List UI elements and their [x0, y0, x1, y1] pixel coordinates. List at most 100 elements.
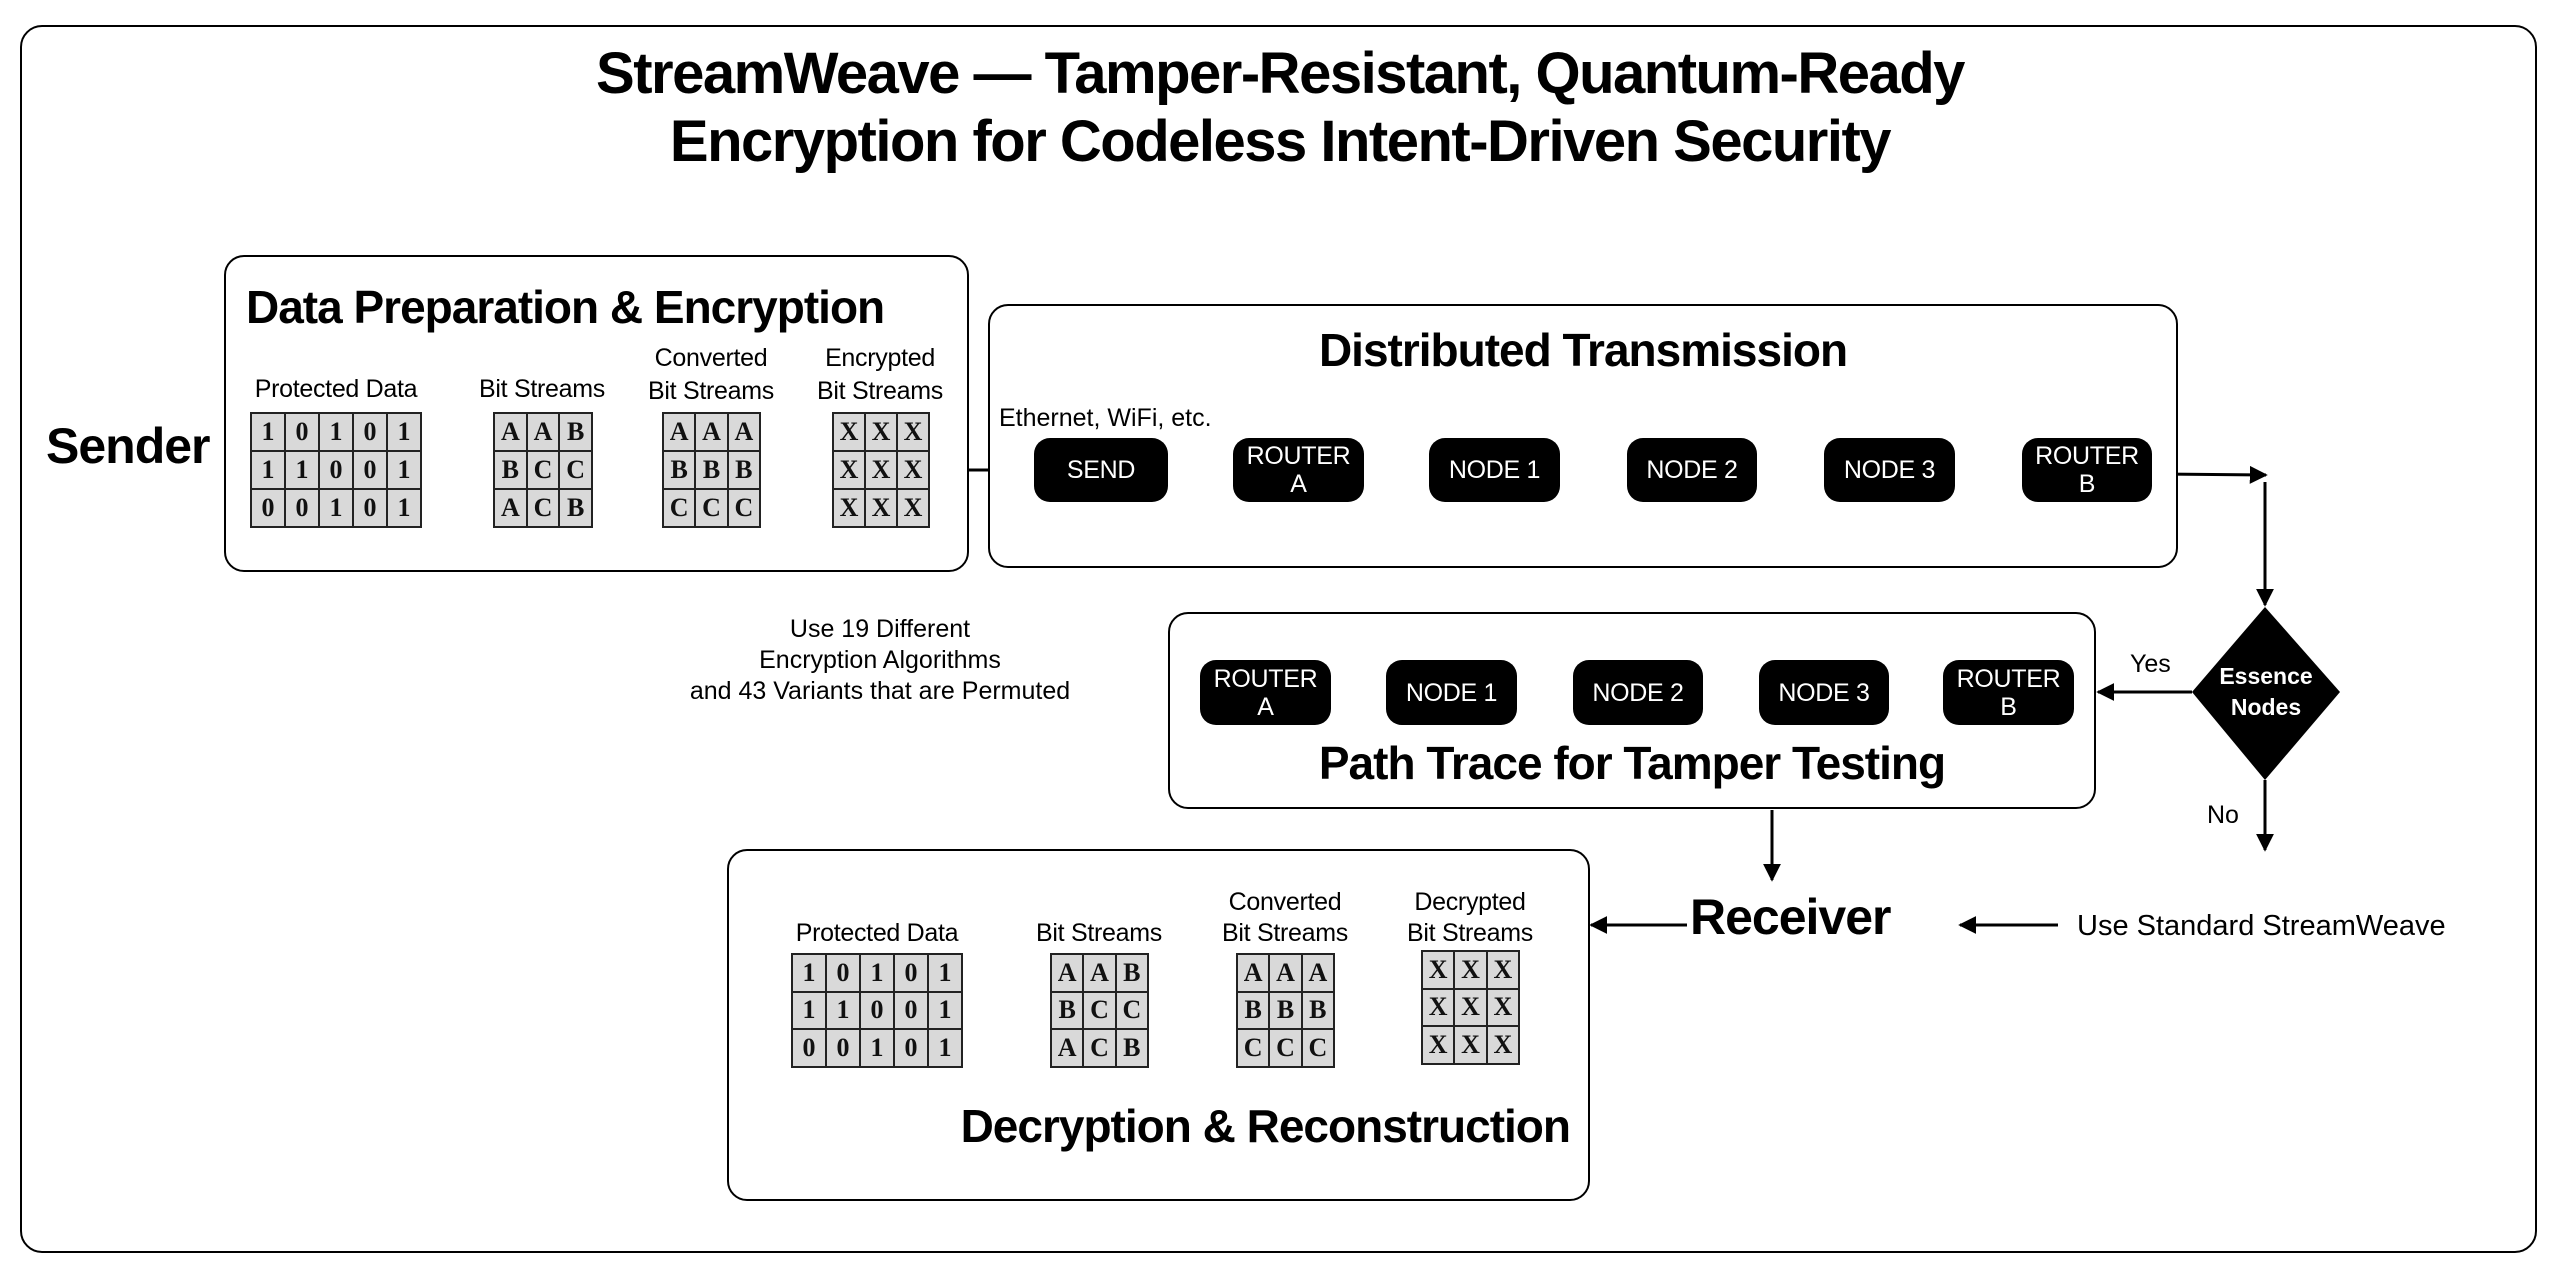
grid-cell: 1 — [320, 490, 352, 526]
trace-node-3: NODE 3 — [1759, 660, 1889, 725]
grid-cell: X — [1487, 952, 1518, 988]
grid-cell: B — [1270, 992, 1301, 1029]
grid-cell: C — [1084, 1030, 1115, 1066]
grid-cell: X — [834, 490, 864, 526]
grid-cell: X — [1423, 1027, 1454, 1063]
grid-cell: X — [898, 490, 928, 526]
grid-cell: C — [560, 452, 591, 488]
node-router-a: ROUTER A — [1233, 438, 1364, 502]
grid-cell: X — [866, 452, 896, 488]
node-2: NODE 2 — [1627, 438, 1757, 502]
trace-node-2: NODE 2 — [1573, 660, 1703, 725]
grid-cell: B — [696, 452, 727, 488]
grid-cell: X — [1487, 1027, 1518, 1063]
grid-cell: X — [1487, 989, 1518, 1026]
grid-cell: A — [1302, 955, 1333, 991]
grid-cell: 0 — [354, 452, 386, 488]
grid-cell: 0 — [320, 452, 352, 488]
trace-node-1: NODE 1 — [1386, 660, 1517, 725]
grid-cell: 1 — [793, 955, 825, 991]
node-router-b: ROUTER B — [2022, 438, 2152, 502]
grid-cell: 1 — [320, 414, 352, 450]
grid-cell: C — [1084, 992, 1115, 1029]
decryption-title: Decryption & Reconstruction — [960, 1100, 1571, 1152]
diagram-title-line-1: StreamWeave — Tamper-Resistant, Quantum-… — [596, 41, 1965, 106]
grid-cell: 0 — [354, 490, 386, 526]
grid-cell: 1 — [252, 414, 284, 450]
grid-cell: 1 — [793, 992, 825, 1029]
path-trace-title: Path Trace for Tamper Testing — [1318, 737, 1946, 789]
grid-cell: X — [1423, 952, 1454, 988]
grid-cell: 1 — [252, 452, 284, 488]
label-protected-data: Protected Data — [254, 375, 418, 403]
grid-cell: X — [834, 414, 864, 450]
use-standard-label: Use Standard StreamWeave — [2077, 910, 2446, 942]
grid-cell: C — [728, 490, 759, 526]
essence-nodes-label: Essence Nodes — [2219, 663, 2313, 720]
grid-cell: A — [1084, 955, 1115, 991]
grid-cell: 1 — [929, 1030, 961, 1066]
yes-label: Yes — [2130, 650, 2171, 678]
node-send: SEND — [1034, 438, 1168, 502]
sender-label: Sender — [46, 418, 211, 474]
grid-cell: A — [664, 414, 695, 450]
grid-cell: 0 — [895, 992, 927, 1029]
grid-cell: B — [1052, 992, 1083, 1029]
grid-cell: B — [495, 452, 526, 488]
grid-cell: B — [1238, 992, 1269, 1029]
grid-cell: C — [527, 490, 559, 526]
grid-cell: 0 — [354, 414, 386, 450]
grid-cell: C — [1270, 1030, 1301, 1066]
distributed-transmission-panel — [988, 304, 2178, 568]
essence-nodes-diamond — [2192, 607, 2340, 780]
grid-cell: A — [495, 414, 526, 450]
grid-cell: C — [696, 490, 727, 526]
trace-node-router-a: ROUTER A — [1200, 660, 1331, 725]
grid-cell: B — [560, 414, 591, 450]
no-label: No — [2207, 801, 2239, 829]
grid-cell: A — [1052, 955, 1083, 991]
grid-cell: C — [1302, 1030, 1333, 1066]
algorithms-note-line-1: Use 19 Different — [789, 615, 971, 643]
label-converted: Converted — [654, 344, 768, 372]
grid-cell: 0 — [827, 1030, 859, 1066]
grid-cell: 1 — [861, 955, 893, 991]
label-encrypted-bit-streams: Bit Streams — [817, 377, 943, 405]
grid-cell: X — [1455, 952, 1486, 988]
diagram-title-line-2: Encryption for Codeless Intent-Driven Se… — [669, 109, 1892, 174]
grid-cell: 0 — [895, 955, 927, 991]
grid-cell: 1 — [286, 452, 318, 488]
grid-cell: 0 — [286, 414, 318, 450]
grid-cell: A — [728, 414, 759, 450]
grid-cell: 0 — [252, 490, 284, 526]
label-bit-streams: Bit Streams — [479, 375, 605, 403]
decrypt-label-decrypted-bit-streams: Bit Streams — [1407, 919, 1533, 947]
grid-cell: B — [728, 452, 759, 488]
grid-cell: 0 — [793, 1030, 825, 1066]
grid-cell: 1 — [861, 1030, 893, 1066]
grid-cell: A — [1270, 955, 1301, 991]
diagram-frame — [20, 25, 2537, 1253]
grid-cell: X — [866, 490, 896, 526]
grid-cell: C — [527, 452, 559, 488]
algorithms-note-line-2: Encryption Algorithms — [759, 646, 1001, 674]
grid-cell: B — [664, 452, 695, 488]
grid-cell: X — [898, 452, 928, 488]
grid-cell: A — [1052, 1030, 1083, 1066]
label-encrypted: Encrypted — [825, 344, 935, 372]
grid-cell: B — [1116, 1030, 1147, 1066]
grid-cell: A — [696, 414, 727, 450]
decrypt-label-bit-streams: Bit Streams — [1036, 919, 1162, 947]
grid-cell: 1 — [388, 452, 420, 488]
grid-cell: B — [560, 490, 591, 526]
decrypt-label-decrypted: Decrypted — [1414, 888, 1526, 916]
grid-cell: 0 — [861, 992, 893, 1029]
grid-cell: X — [898, 414, 928, 450]
data-preparation-title: Data Preparation & Encryption — [246, 281, 885, 333]
